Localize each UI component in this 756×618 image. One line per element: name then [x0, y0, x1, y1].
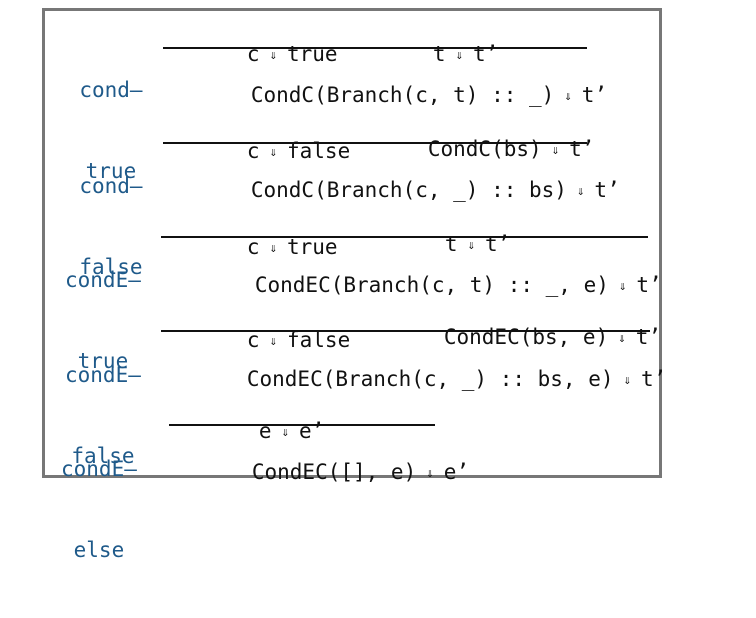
conclusion-term: CondEC([], e) — [251, 460, 417, 484]
conclusion-result: t’ — [641, 367, 667, 391]
rule-name-line: false — [71, 444, 135, 468]
premise-result: true — [287, 235, 338, 259]
evaluates-arrow: ⇓ — [610, 279, 635, 294]
evaluates-arrow: ⇓ — [459, 238, 483, 253]
conclusion: CondEC(Branch(c, t) :: _, e) ⇓ t’ — [179, 249, 662, 323]
evaluates-arrow: ⇓ — [556, 89, 580, 104]
premise: c ⇓ true — [171, 211, 338, 285]
premise-result: t’ — [473, 42, 499, 66]
conclusion-term: CondEC(Branch(c, _) :: bs, e) — [246, 367, 614, 391]
evaluates-arrow: ⇓ — [261, 145, 285, 160]
premise: c ⇓ false — [171, 304, 350, 378]
premise-result: true — [287, 42, 338, 66]
rule-name: condE– false — [65, 308, 141, 524]
evaluates-arrow: ⇓ — [568, 184, 593, 199]
evaluates-arrow: ⇓ — [261, 48, 285, 63]
evaluates-arrow: ⇓ — [447, 48, 471, 63]
conclusion: CondEC(Branch(c, _) :: bs, e) ⇓ t’ — [171, 343, 666, 417]
premise-result: t’ — [569, 137, 595, 161]
conclusion-term: CondEC(Branch(c, t) :: _, e) — [254, 273, 609, 297]
rule-name-line: cond– — [79, 174, 143, 198]
premise: c ⇓ true — [171, 18, 338, 92]
premise-term: CondEC(bs, e) — [443, 325, 609, 349]
evaluates-arrow: ⇓ — [261, 334, 285, 349]
evaluates-arrow: ⇓ — [615, 373, 639, 388]
conclusion-result: t’ — [594, 178, 620, 202]
rule-name-line: else — [73, 538, 125, 562]
rule-name-line: condE– — [61, 457, 137, 481]
rule-name-line: condE– — [65, 268, 141, 292]
premise-term: c — [246, 235, 260, 259]
conclusion-result: e’ — [443, 460, 470, 484]
rule-name-line: true — [85, 159, 137, 183]
conclusion: CondEC([], e) ⇓ e’ — [176, 436, 469, 510]
rule-name-line: cond– — [79, 78, 143, 102]
evaluates-arrow: ⇓ — [610, 331, 634, 346]
rule-name-line: true — [77, 349, 129, 373]
premise-term: c — [246, 328, 260, 352]
evaluates-arrow: ⇓ — [543, 143, 568, 158]
premise: CondEC(bs, e) ⇓ t’ — [368, 301, 661, 375]
inference-bar — [169, 424, 435, 426]
premise-result: t’ — [635, 325, 662, 349]
premise-term: CondC(bs) — [427, 137, 542, 161]
premise-term: t — [444, 232, 458, 256]
inference-bar — [163, 142, 587, 144]
rule-name-line: false — [79, 255, 143, 279]
conclusion-term: CondC(Branch(c, _) :: bs) — [250, 178, 567, 202]
premise: CondC(bs) ⇓ t’ — [352, 113, 595, 187]
premise-term: c — [246, 139, 260, 163]
premise-result: e’ — [299, 419, 325, 443]
evaluates-arrow: ⇓ — [273, 425, 297, 440]
conclusion-result: t’ — [581, 83, 608, 107]
rule-name: condE– else — [61, 402, 137, 618]
evaluates-arrow: ⇓ — [261, 241, 285, 256]
conclusion-term: CondC(Branch(c, t) :: _) — [250, 83, 555, 107]
conclusion: CondC(Branch(c, t) :: _) ⇓ t’ — [175, 59, 607, 133]
rule-name: cond– true — [73, 23, 149, 239]
rule-name-line: condE– — [65, 363, 141, 387]
conclusion-result: t’ — [636, 273, 662, 297]
evaluates-arrow: ⇓ — [418, 466, 442, 481]
inference-bar — [161, 236, 648, 238]
premise-result: false — [287, 328, 351, 352]
conclusion: CondC(Branch(c, _) :: bs) ⇓ t’ — [175, 154, 620, 228]
inference-rules-frame: cond– true c ⇓ true t ⇓ t’ CondC(Branch(… — [42, 8, 666, 562]
inference-bar — [163, 47, 587, 49]
rule-name: condE– true — [65, 213, 141, 429]
inference-bar — [161, 330, 650, 332]
rule-name: cond– false — [73, 119, 149, 335]
